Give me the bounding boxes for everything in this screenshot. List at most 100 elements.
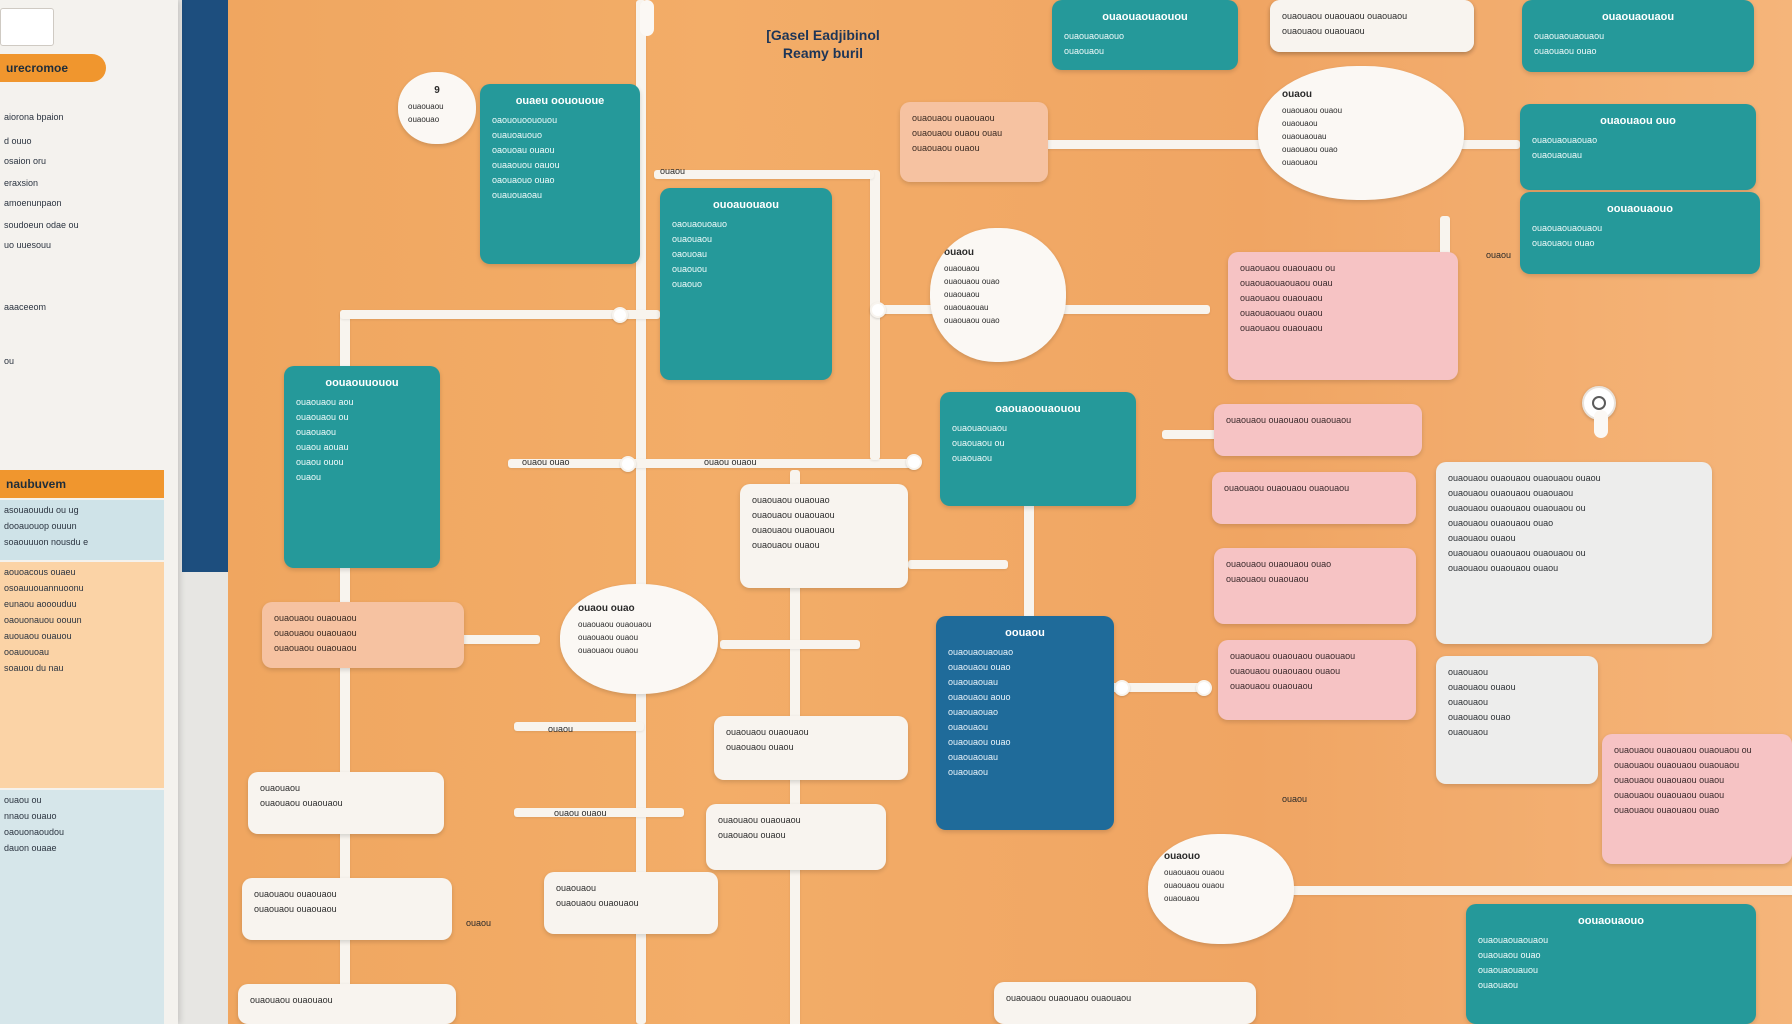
doc-line: aouoacous ouaeu	[4, 567, 76, 577]
teal-node[interactable]: oaouaoouaouou ouaouaouaou ouaouaou ou ou…	[940, 392, 1136, 506]
title-line: [Gasel Eadjibinol	[766, 27, 880, 43]
node-line: ouaouaou ouaouaou	[274, 628, 357, 638]
pink-node[interactable]: ouaouaou ouaouaou ouao ouaouaou ouaouaou	[1214, 548, 1416, 624]
node-line: ouaouaou ouaou	[752, 540, 820, 550]
node-line: ouaouaou ouaouaou	[250, 995, 333, 1005]
node-line: ouaouaou ouaouaou	[1230, 681, 1313, 691]
node-title: ouaou	[1282, 89, 1312, 100]
connector	[1440, 216, 1450, 256]
white-node[interactable]: ouaouaou ouaouaou ouaouaou	[544, 872, 718, 934]
doc-line: uo uuesouu	[4, 240, 52, 250]
node-line: ouaouaou ouaou	[1448, 682, 1516, 692]
node-line: ouaouaou ouaouaou	[274, 643, 357, 653]
doc-block: aouoacous ouaeu osoauuouannuoonu eunaou …	[0, 562, 164, 788]
node-line: ouaouaou	[672, 234, 713, 244]
node-line: ouaouaou ouaou	[1164, 868, 1225, 877]
teal-node[interactable]: ouoauouaou oaouaouoauo ouaouaou oaouoau …	[660, 188, 832, 380]
node-line: ouaouaou ouaouaou ouaouaou	[1226, 415, 1352, 425]
doc-line: eraxsion	[4, 178, 39, 188]
node-line: ouaouaouaou	[952, 423, 1008, 433]
node-line: ouaouaouaouaou	[1532, 223, 1603, 233]
pink-node[interactable]: ouaouaou ouaouaou ou ouaouaouaouaou ouau…	[1228, 252, 1458, 380]
node-line: ouaouaou	[1448, 727, 1489, 737]
node-line: ouaouaou aou	[296, 397, 354, 407]
node-line: ouaouaou aouo	[948, 692, 1011, 702]
navy-node[interactable]: oouaou ouaouaouaouao ouaouaou ouao ouaou…	[936, 616, 1114, 830]
teal-node[interactable]: ouaouaouaouou ouaouaouaouo ouaouaou	[1052, 0, 1238, 70]
node-line: ouaouaou ouaouaou	[274, 613, 357, 623]
cloud-node[interactable]: ouaou ouaouaou ouaou ouaouaou ouaouaouau…	[1258, 66, 1464, 200]
node-line: ouaaouou oauou	[492, 160, 560, 170]
node-line: ouaou aouau	[296, 442, 349, 452]
node-line: ouauouaoau	[492, 190, 543, 200]
cloud-node[interactable]: ouaou ouaouaou ouaouaou ouao ouaouaou ou…	[930, 228, 1066, 362]
node-line: ouaouaou	[1282, 119, 1318, 128]
cloud-node[interactable]: 9 ouaouaou ouaouao	[398, 72, 476, 144]
doc-line: amoenunpaon	[4, 198, 62, 208]
node-line: ouaouaou	[408, 102, 444, 111]
line-tag: ouaou	[466, 918, 492, 928]
doc-line: d ouuo	[4, 136, 32, 146]
white-node[interactable]: ouaouaou ouaouao ouaouaou ouaouaou ouaou…	[740, 484, 908, 588]
connector	[1280, 886, 1792, 895]
node-line: ouaouaou ouao	[1532, 238, 1595, 248]
node-title: oouaou	[1005, 627, 1045, 639]
salmon-node[interactable]: ouaouaou ouaouaou ouaouaou ouaouaou ouao…	[262, 602, 464, 668]
white-node[interactable]: ouaouaou ouaouaou ouaouaou	[248, 772, 444, 834]
salmon-node[interactable]: ouaouaou ouaouaou ouaouaou ouaou ouau ou…	[900, 102, 1048, 182]
white-node[interactable]: ouaouaou ouaouaou ouaouaou	[994, 982, 1256, 1024]
white-node[interactable]: ouaouaou ouaouaou ouaouaou ouaouaou	[242, 878, 452, 940]
node-title: oouaouaouo	[1607, 203, 1673, 215]
node-line: oaouoau ouaou	[492, 145, 555, 155]
node-line: ouaouaou	[952, 453, 993, 463]
node-line: ouaouaouaouaou	[1478, 935, 1549, 945]
pink-node[interactable]: ouaouaou ouaouaou ouaouaou	[1214, 404, 1422, 456]
cloud-node[interactable]: ouaouo ouaouaou ouaou ouaouaou ouaou oua…	[1148, 834, 1294, 944]
white-node[interactable]: ouaouaou ouaouaou ouaouaou ouaouaou ouao…	[1270, 0, 1474, 52]
doc-line: dooauouop ouuun	[4, 521, 77, 531]
doc-block: ouaou ou nnaou ouauo oaouonaoudou dauon …	[0, 790, 164, 1024]
grey-node[interactable]: ouaouaou ouaouaou ouaouaou ouaou ouaouao…	[1436, 462, 1712, 644]
connector-node	[870, 302, 886, 318]
node-line: ouaouo	[672, 279, 703, 289]
doc-line: auouaou ouauou	[4, 631, 72, 641]
node-title: ouaouaouaou	[1601, 11, 1675, 23]
node-line: ouaouaou ouaouaou	[254, 904, 337, 914]
teal-node[interactable]: oouaouaouo ouaouaouaouaou ouaouaou ouao	[1520, 192, 1760, 274]
pink-node[interactable]: ouaouaou ouaouaou ouaouaou	[1212, 472, 1416, 524]
cloud-node[interactable]: ouaou ouao ouaouaou ouaouaou ouaouaou ou…	[560, 584, 718, 694]
node-line: ouaouaouau	[1532, 150, 1583, 160]
node-line: ouaouaou	[296, 427, 337, 437]
node-line: ouaouaou ouaouaou	[578, 620, 652, 629]
node-title: ouaeu oouououe	[515, 95, 605, 107]
doc-line: soaouuuon nousdu e	[4, 537, 89, 547]
teal-node[interactable]: ouaouaou ouo ouaouaouaouao ouaouaouau	[1520, 104, 1756, 190]
teal-node[interactable]: ouaouaouaou ouaouaouaouaou ouaouaou ouao	[1522, 0, 1754, 72]
doc-line: asouaouudu ou ug	[4, 505, 79, 515]
line-tag: ouaou ouao	[522, 457, 570, 467]
node-line: ouaouaouaou ouaou	[1240, 308, 1323, 318]
teal-node[interactable]: oouaouaouo ouaouaouaouaou ouaouaou ouao …	[1466, 904, 1756, 1024]
pink-node[interactable]: ouaouaou ouaouaou ouaouaou ou ouaouaou o…	[1602, 734, 1792, 864]
white-node[interactable]: ouaouaou ouaouaou ouaouaou ouaou	[714, 716, 908, 780]
pink-node[interactable]: ouaouaou ouaouaou ouaouaou ouaouaou ouao…	[1218, 640, 1416, 720]
doc-toolbar-button[interactable]	[0, 8, 54, 46]
teal-node[interactable]: oouaouuouou ouaouaou aou ouaouaou ou oua…	[284, 366, 440, 568]
node-line: ouaouaou	[1282, 158, 1318, 167]
node-line: ouaouaou ouaouaou ouaou	[1614, 775, 1725, 785]
node-line: ouaouaou ouaouaou ouaouaou ou	[1614, 745, 1752, 755]
connector	[1024, 460, 1034, 620]
white-node[interactable]: ouaouaou ouaouaou	[238, 984, 456, 1024]
white-node[interactable]: ouaouaou ouaouaou ouaouaou ouaou	[706, 804, 886, 870]
node-line: ouaouaou ouaouaou ouaou	[1614, 790, 1725, 800]
teal-node[interactable]: ouaeu oouououe oaououoououou ouauoauouo …	[480, 84, 640, 264]
grey-node[interactable]: ouaouaou ouaouaou ouaou ouaouaou ouaouao…	[1436, 656, 1598, 784]
node-line: ouaouaou ou	[296, 412, 349, 422]
connector	[514, 808, 684, 817]
doc-line: aiorona bpaion	[4, 112, 64, 122]
node-line: ouaouaou	[944, 264, 980, 273]
node-line: ouaouaou	[556, 883, 597, 893]
pin-icon	[1594, 410, 1608, 438]
node-line: ouaouaouauou	[1478, 965, 1539, 975]
node-line: ouaouaouau	[948, 752, 999, 762]
